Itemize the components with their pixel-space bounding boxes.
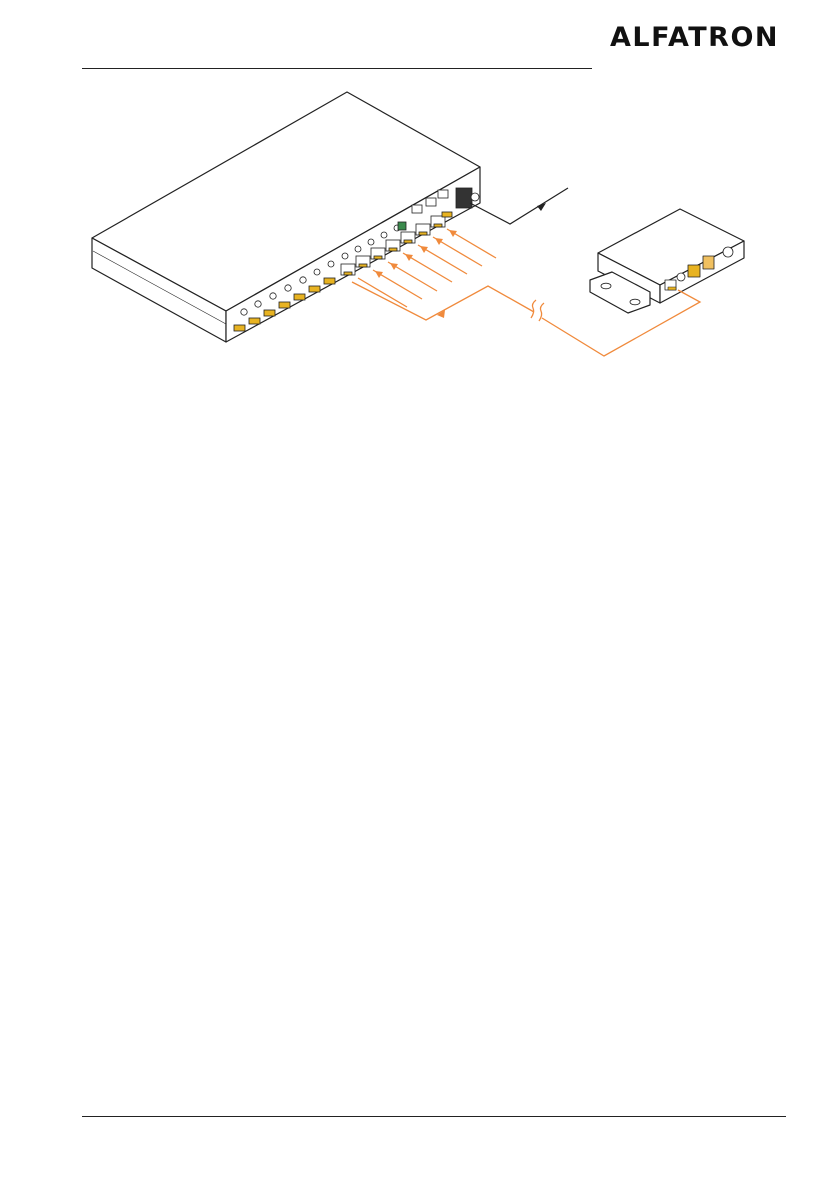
power-cable bbox=[470, 188, 568, 224]
header-rule bbox=[82, 68, 592, 69]
footer-rule bbox=[82, 1116, 786, 1117]
brand-logo: ALFATRON bbox=[610, 20, 775, 56]
cable-break-symbol bbox=[531, 300, 536, 318]
receiver-unit bbox=[590, 209, 744, 313]
brand-name: ALFATRON bbox=[610, 22, 779, 53]
power-inlet bbox=[456, 188, 472, 208]
terminal-block bbox=[398, 222, 406, 230]
connection-diagram bbox=[0, 80, 840, 380]
